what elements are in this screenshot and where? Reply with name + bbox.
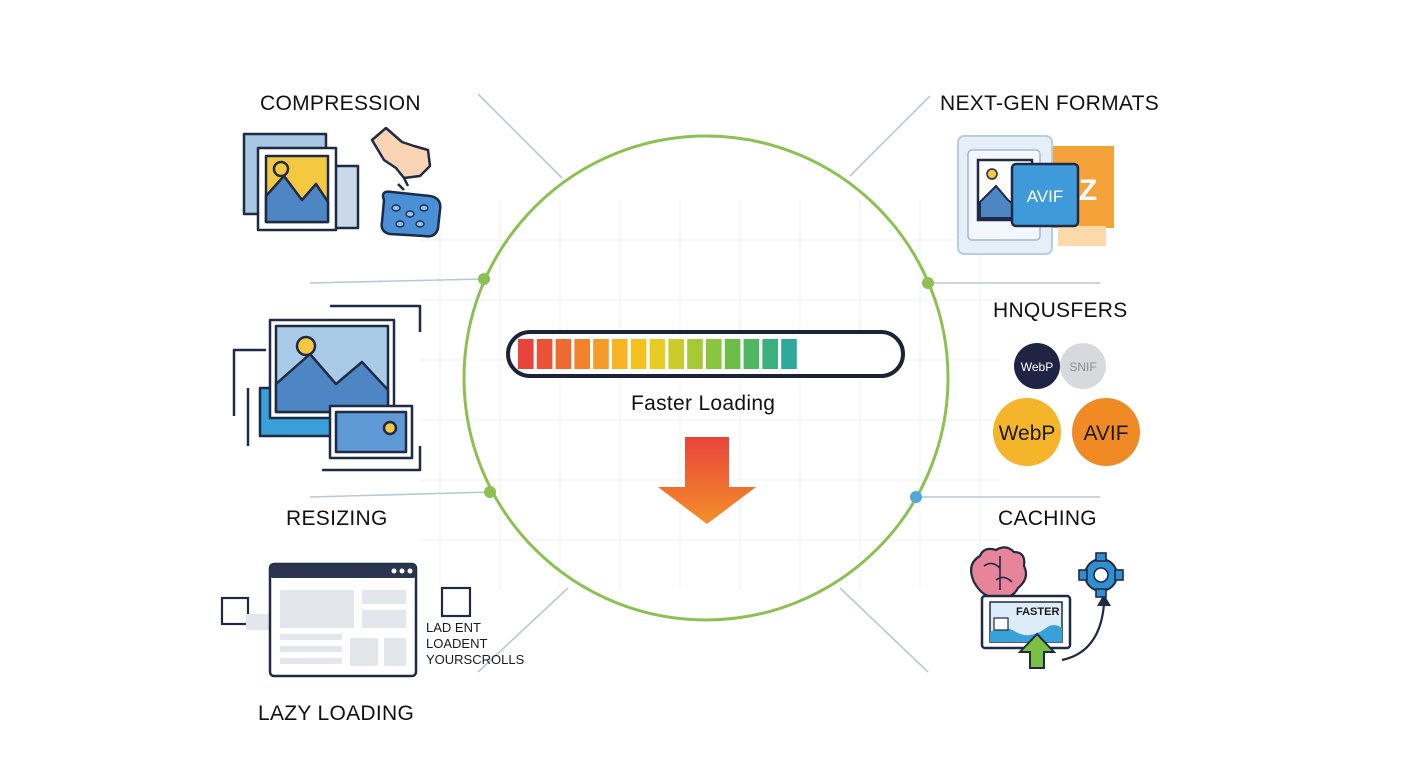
progress-segment xyxy=(781,339,797,369)
gear-icon xyxy=(1078,552,1124,598)
progress-segment xyxy=(687,339,703,369)
lazy-note-line-2: LOADENT xyxy=(426,636,487,651)
down-arrow-icon xyxy=(658,437,756,524)
progress-segment xyxy=(724,339,741,369)
progress-segment xyxy=(612,339,628,369)
progress-bar xyxy=(506,330,905,378)
progress-segment xyxy=(555,339,572,369)
browser-window-icon xyxy=(220,562,472,678)
progress-segment xyxy=(518,339,534,369)
badge-avif-large: AVIF xyxy=(1083,422,1128,445)
badge-webp-large: WebP xyxy=(999,422,1056,445)
curved-arrow xyxy=(1061,603,1106,662)
progress-fill xyxy=(518,339,797,369)
resize-images-icon xyxy=(232,304,422,472)
label-resizing: RESIZING xyxy=(286,507,388,530)
progress-segment xyxy=(649,339,666,369)
label-compression: COMPRESSION xyxy=(260,92,421,115)
curved-arrow-head xyxy=(1097,594,1111,606)
hand-icon xyxy=(370,126,432,191)
lazy-loading-note: LAD ENT LOADENT YOURSCROLLS xyxy=(426,620,525,667)
badge-snif-small: SNIF xyxy=(1069,360,1096,374)
file-format-stack-icon: Z AVIF xyxy=(957,135,1114,255)
progress-segment xyxy=(706,339,722,369)
label-next-gen-formats: NEXT-GEN FORMATS xyxy=(940,92,1160,115)
progress-segment xyxy=(743,339,760,369)
badge-webp-small: WebP xyxy=(1021,360,1053,374)
next-gen-badge: AVIF xyxy=(1027,187,1064,206)
connector-lines xyxy=(309,93,1100,673)
progress-segment xyxy=(536,339,553,369)
up-arrow-icon xyxy=(1017,632,1057,669)
label-lazy-loading: LAZY LOADING xyxy=(258,702,415,725)
caching-panel-label: FASTER xyxy=(1016,606,1059,618)
progress-segment xyxy=(668,339,684,369)
label-hnqusfers: HNQUSFERS xyxy=(993,299,1128,322)
brain-icon xyxy=(969,546,1028,599)
progress-segment xyxy=(593,339,609,369)
label-caching: CACHING xyxy=(998,507,1097,530)
lazy-note-line-3: YOURSCROLLS xyxy=(426,652,525,667)
center-caption: Faster Loading xyxy=(631,392,776,415)
progress-segment xyxy=(630,339,647,369)
progress-segment xyxy=(574,339,590,369)
format-badges: WebP SNIF WebP AVIF xyxy=(993,343,1140,466)
sponge-icon xyxy=(380,190,442,238)
next-gen-back-letter: Z xyxy=(1079,174,1097,207)
ring-nodes xyxy=(478,273,934,503)
progress-segment xyxy=(762,339,778,369)
image-stack-icon xyxy=(242,132,360,232)
central-ring xyxy=(462,134,950,622)
lazy-note-line-1: LAD ENT xyxy=(426,620,481,635)
monitor-icon: FASTER xyxy=(980,594,1072,650)
